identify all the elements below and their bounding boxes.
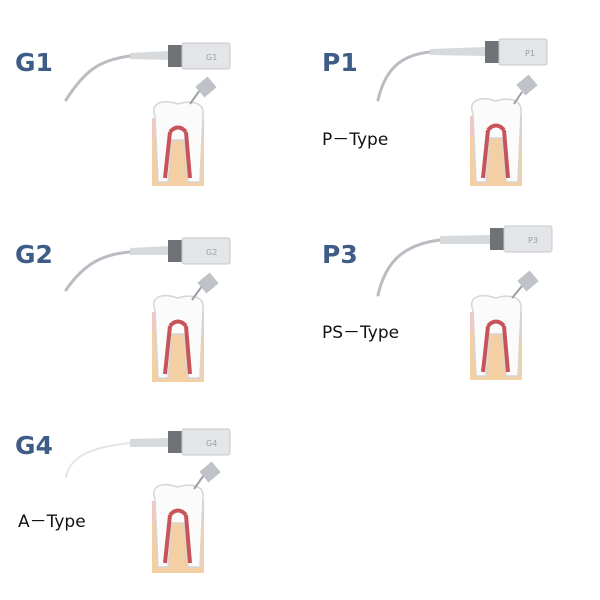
tip-engraving: G4 (206, 439, 217, 448)
tooth-diagram-icon (470, 74, 538, 186)
tip-engraving: P1 (525, 49, 535, 58)
tip-label: G1 (15, 48, 53, 77)
tip-panel-g2: G2 G2 (0, 200, 300, 395)
scaler-tip-illustration: P3 (376, 225, 553, 380)
tip-label: P1 (322, 48, 358, 77)
scaler-tip-illustration: G1 (64, 42, 231, 186)
tip-label: G4 (15, 431, 53, 460)
tip-label: P3 (322, 240, 358, 269)
scaler-tip-illustration: P1 (376, 38, 548, 186)
scaler-tip-illustration: G4 (65, 428, 231, 573)
curved-scaler-tip-icon: G1 (64, 42, 231, 102)
thin-curved-scaler-tip-icon: G4 (65, 428, 231, 478)
tip-panel-g4: G4 G4 A－Type (0, 395, 300, 590)
long-straight-scaler-tip-icon: P3 (376, 225, 553, 297)
tip-engraving: P3 (528, 236, 538, 245)
tooth-diagram-icon (152, 76, 217, 186)
tooth-diagram-icon (152, 461, 221, 573)
tip-engraving: G2 (206, 248, 217, 257)
tip-type-label: PS－Type (322, 323, 400, 343)
tip-panel-p1: P1 P1 P－Type (300, 0, 600, 195)
tip-engraving: G1 (206, 53, 217, 62)
tooth-diagram-icon (152, 272, 219, 382)
curved-scaler-tip-icon: G2 (64, 237, 231, 292)
long-curved-scaler-tip-icon: P1 (376, 38, 548, 102)
tip-panel-p3: P3 P3 PS－Type (300, 200, 600, 395)
tip-panel-g1: G1 G1 (0, 0, 300, 195)
tip-type-label: P－Type (322, 130, 389, 150)
tooth-diagram-icon (470, 270, 539, 380)
tip-type-label: A－Type (18, 512, 86, 532)
scaler-tip-illustration: G2 (64, 237, 231, 382)
tip-label: G2 (15, 240, 53, 269)
